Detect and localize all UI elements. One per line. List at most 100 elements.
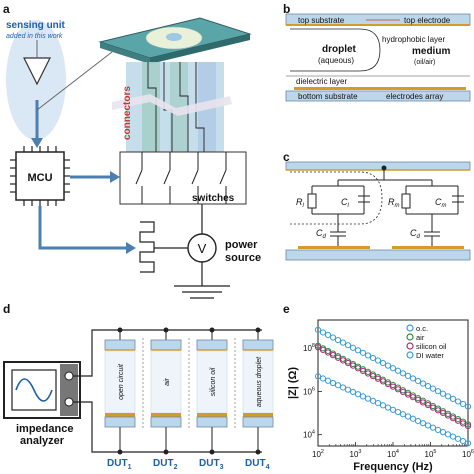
data-point <box>339 339 347 346</box>
power-source-line1: power <box>225 239 258 251</box>
series-silicon-oil <box>314 344 472 430</box>
legend-marker <box>406 333 414 341</box>
bottom-substrate-label: bottom substrate <box>298 92 358 101</box>
data-point <box>399 388 407 396</box>
dut-3-note: silicon oil <box>210 367 217 396</box>
data-point <box>359 367 367 374</box>
data-point <box>334 354 342 361</box>
data-point <box>344 386 352 393</box>
data-point <box>359 393 367 400</box>
data-point <box>334 336 342 344</box>
arrow-mcu-to-power <box>38 206 128 250</box>
legend-label: o.c. <box>416 324 428 333</box>
dut-4-label: DUT4 <box>245 458 270 471</box>
data-point <box>354 391 362 398</box>
data-point <box>409 375 417 382</box>
droplet-shape <box>290 28 381 72</box>
data-point <box>419 399 427 406</box>
data-point <box>329 334 337 341</box>
x-tick-label: 104 <box>387 449 399 459</box>
panel-a: a sensing unit added in this work MCU <box>3 2 261 299</box>
c-d-left-label: Cd <box>316 228 327 240</box>
data-point <box>384 380 392 388</box>
series-o-c- <box>314 326 472 410</box>
voltmeter-symbol: V <box>198 241 207 256</box>
mcu-label: MCU <box>27 172 52 184</box>
data-point <box>454 417 462 424</box>
data-point <box>394 408 402 416</box>
legend-label: DI water <box>416 351 444 360</box>
data-point <box>384 362 392 369</box>
sensing-link-wire <box>36 51 113 111</box>
data-point <box>464 440 472 447</box>
data-point <box>319 346 327 353</box>
data-point <box>464 403 472 410</box>
arrow-head-icon <box>31 138 43 148</box>
data-point <box>379 359 387 367</box>
droplet-sublabel: (aqueous) <box>318 56 354 65</box>
y-tick-label: 108 <box>303 343 315 353</box>
data-point <box>379 402 387 409</box>
x-tick-label: 105 <box>425 449 437 459</box>
data-point <box>459 437 467 445</box>
data-point <box>434 407 442 414</box>
data-point <box>364 352 372 359</box>
data-point <box>449 395 457 402</box>
data-point <box>349 344 357 351</box>
data-point <box>454 398 462 405</box>
power-source-line2: source <box>225 252 261 264</box>
data-point <box>404 413 412 420</box>
data-point <box>449 415 457 422</box>
mcu-chip: MCU <box>10 146 70 206</box>
c-d-right-label: Cd <box>410 228 421 240</box>
data-point <box>429 424 437 431</box>
electrodes-strip <box>294 87 466 90</box>
data-point <box>324 377 332 384</box>
droplet-label: droplet <box>322 44 357 55</box>
sensing-unit-title: sensing unit <box>6 20 66 31</box>
power-source: V power source <box>139 204 261 299</box>
connectors-label: connectors <box>122 86 133 140</box>
data-point <box>444 431 452 438</box>
dut-1-label: DUT1 <box>107 458 132 471</box>
panel-letter-b: b <box>283 2 290 16</box>
data-point <box>414 377 422 385</box>
data-point <box>444 393 452 400</box>
switch-bank: switches <box>119 151 247 205</box>
data-point <box>389 406 397 413</box>
panel-letter-a: a <box>3 2 10 16</box>
dut-2-label: DUT2 <box>153 458 178 471</box>
data-point <box>379 378 387 385</box>
data-point <box>404 372 412 379</box>
data-point <box>359 349 367 356</box>
data-point <box>364 395 372 402</box>
data-point <box>349 388 357 396</box>
x-tick-label: 102 <box>312 449 324 459</box>
data-point <box>449 433 457 440</box>
data-point <box>319 375 327 382</box>
data-point <box>389 365 397 372</box>
ground-icon <box>174 285 230 299</box>
cut-marker <box>112 94 232 116</box>
legend-marker <box>406 324 414 332</box>
data-point <box>369 373 377 380</box>
y-tick-label: 106 <box>303 386 315 396</box>
data-point <box>329 379 337 387</box>
panel-letter-d: d <box>3 302 10 316</box>
x-tick-label: 106 <box>462 449 474 459</box>
data-point <box>434 388 442 395</box>
data-point <box>414 417 422 425</box>
data-point <box>394 386 402 393</box>
panel-d: d impedance analyzer open circuitDUT1air… <box>3 302 274 471</box>
panel-letter-c: c <box>283 150 290 164</box>
medium-label: medium <box>412 46 450 57</box>
y-tick-label: 104 <box>303 430 315 440</box>
data-point <box>429 404 437 411</box>
medium-sublabel: (oil/air) <box>414 59 435 66</box>
bottom-substrate-layer <box>285 90 471 102</box>
analyzer-label-line2: analyzer <box>20 435 65 447</box>
data-point <box>344 342 352 349</box>
data-point <box>324 331 332 339</box>
